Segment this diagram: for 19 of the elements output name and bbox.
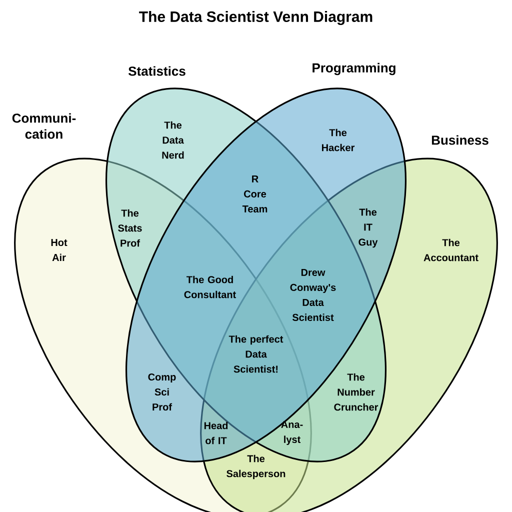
region-label: The perfect Data Scientist!: [228, 335, 284, 373]
set-heading: Business: [432, 135, 488, 145]
set-heading: Programming: [312, 62, 396, 76]
region-label: Head of IT: [204, 422, 228, 444]
set-heading: Communi-cation: [12, 113, 76, 139]
region-label: The Salesperson: [226, 454, 286, 480]
region-label: Drew Conway's Data Scientist: [290, 269, 336, 321]
set-heading: Statistics: [128, 66, 186, 76]
region-label: Hot Air: [51, 239, 68, 261]
region-label: The Hacker: [322, 128, 355, 152]
region-label: The Good Consultant: [184, 276, 236, 298]
region-label: The Number Cruncher: [334, 373, 378, 411]
region-label: The Data Nerd: [162, 121, 184, 159]
region-label: The Accountant: [424, 238, 478, 262]
region-label: R Core Team: [242, 176, 268, 212]
region-label: Comp Sci Prof: [148, 373, 176, 411]
title: The Data Scientist Venn Diagram: [139, 10, 372, 26]
region-label: The Stats Prof: [118, 209, 142, 247]
region-label: The IT Guy: [358, 208, 378, 248]
